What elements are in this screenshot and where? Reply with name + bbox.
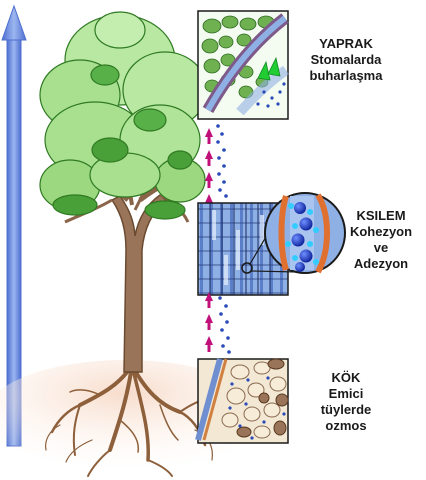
xylem-label-line2: Kohezyon	[349, 224, 413, 239]
xylem-label-title: KSILEM	[356, 208, 406, 223]
water-molecules	[285, 202, 319, 272]
leaf-label-line2: Stomalarda	[310, 52, 382, 67]
leaf-label: YAPRAK Stomalarda buharlaşma	[296, 36, 396, 84]
canopy	[39, 11, 208, 220]
root-label-title: KÖK	[331, 370, 361, 385]
root-detail-panel	[195, 358, 289, 444]
stoma-icon	[257, 56, 281, 81]
water-path-lower	[205, 292, 231, 354]
root-label-line3: tüylerde	[320, 402, 372, 417]
root-label-line2: Emici	[328, 386, 364, 401]
xylem-label: KSILEM Kohezyon ve Adezyon	[336, 208, 426, 272]
xylem-label-line3: ve	[373, 240, 389, 255]
root-label-line4: ozmos	[325, 418, 367, 433]
leaf-label-line3: buharlaşma	[309, 68, 383, 83]
xylem-label-line4: Adezyon	[353, 256, 409, 271]
roots	[45, 363, 213, 477]
water-path-upper	[205, 124, 228, 203]
root-label: KÖK Emici tüylerde ozmos	[296, 370, 396, 434]
leaf-detail-panel	[197, 10, 289, 120]
xylem-detail-panel	[197, 192, 346, 296]
upward-flow-arrow-icon	[1, 4, 27, 447]
leaf-label-title: YAPRAK	[319, 36, 373, 51]
